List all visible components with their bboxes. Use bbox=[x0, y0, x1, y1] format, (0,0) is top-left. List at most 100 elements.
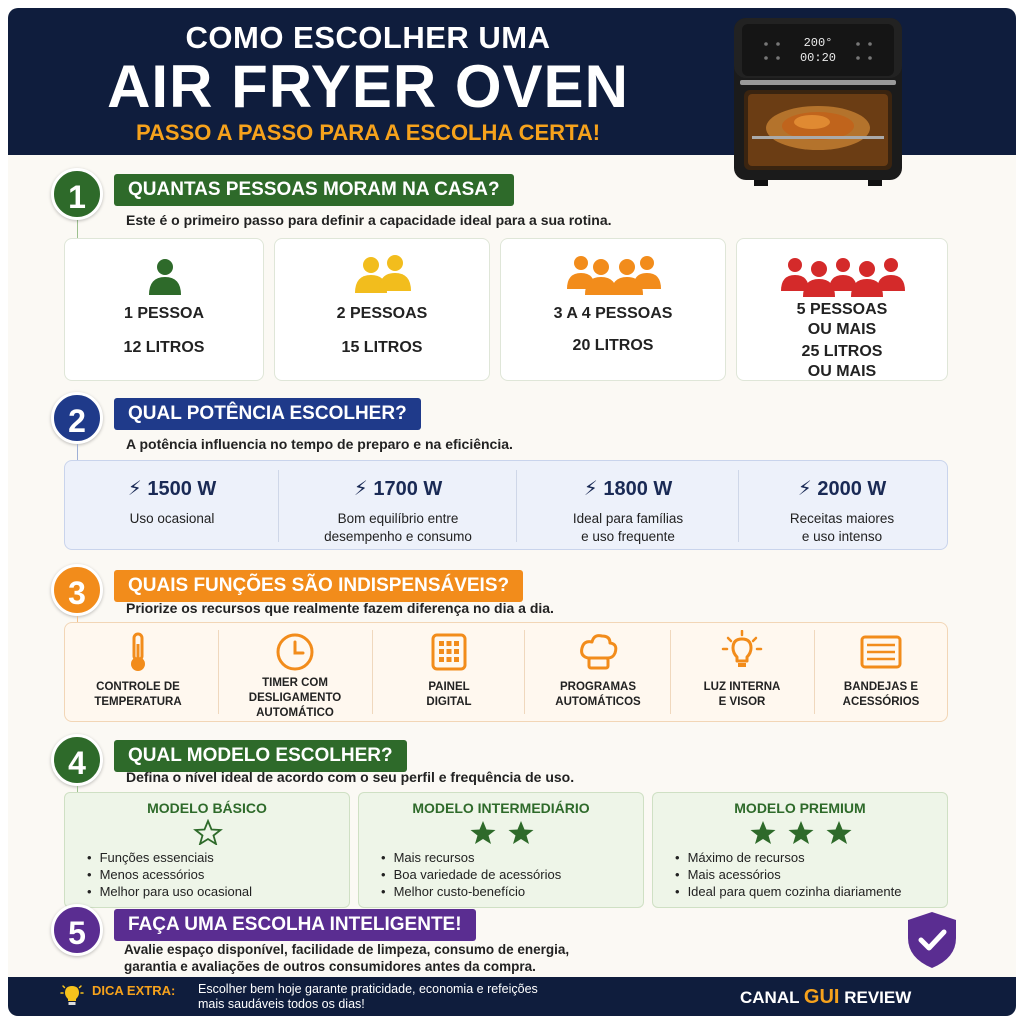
list-item: Melhor para uso ocasional bbox=[87, 883, 252, 900]
feature-trays: BANDEJAS E ACESSÓRIOS bbox=[816, 624, 946, 720]
feature-line1: TIMER COM bbox=[262, 677, 328, 689]
clock-icon bbox=[276, 633, 314, 671]
display-time: 00:20 bbox=[800, 51, 836, 65]
people-count: 5 PESSOAS bbox=[796, 301, 888, 318]
step5-line2: garantia e avaliações de outros consumid… bbox=[124, 959, 536, 974]
divider bbox=[278, 470, 279, 542]
divider bbox=[738, 470, 739, 542]
lightning-icon: ⚡ bbox=[797, 478, 812, 500]
two-stars-icon bbox=[470, 821, 534, 844]
feature-auto-programs: PROGRAMAS AUTOMÁTICOS bbox=[526, 624, 670, 720]
power-desc-line1: Uso ocasional bbox=[129, 511, 215, 526]
model-features-list: Mais recursos Boa variedade de acessório… bbox=[381, 849, 562, 900]
power-panel bbox=[64, 460, 948, 550]
list-item: Boa variedade de acessórios bbox=[381, 866, 562, 883]
step3-description: Priorize os recursos que realmente fazem… bbox=[126, 600, 554, 616]
footer-banner: DICA EXTRA: Escolher bem hoje garante pr… bbox=[8, 977, 1016, 1016]
divider bbox=[524, 630, 525, 714]
brand-prefix: CANAL bbox=[740, 988, 804, 1007]
people-card-3: 3 A 4 PESSOAS 20 LITROS bbox=[500, 238, 726, 381]
step4-description: Defina o nível ideal de acordo com o seu… bbox=[126, 769, 575, 785]
feature-line1: PROGRAMAS bbox=[559, 681, 637, 693]
shield-check-icon bbox=[908, 912, 956, 968]
list-item: Ideal para quem cozinha diariamente bbox=[675, 883, 902, 900]
people-card-2: 2 PESSOAS 15 LITROS bbox=[274, 238, 490, 381]
header-title-main: AIR FRYER OVEN bbox=[107, 53, 629, 120]
power-option-1700: ⚡ 1700 W Bom equilíbrio entre desempenho … bbox=[280, 462, 516, 550]
step1-number: 1 bbox=[51, 168, 103, 220]
power-description: Ideal para famílias e uso frequente bbox=[518, 510, 738, 546]
list-item: Mais recursos bbox=[381, 849, 561, 866]
step2-connector bbox=[77, 444, 78, 466]
power-desc-line1: Bom equilíbrio entre bbox=[337, 511, 459, 526]
step3-number: 3 bbox=[51, 564, 103, 616]
power-description: Uso ocasional bbox=[68, 510, 276, 528]
list-item: Menos acessórios bbox=[87, 866, 252, 883]
feature-line3: AUTOMÁTICO bbox=[256, 707, 334, 719]
display-temp: 200° bbox=[804, 36, 833, 50]
power-desc-line2: e uso frequente bbox=[581, 529, 675, 544]
power-desc-line1: Ideal para famílias bbox=[572, 511, 684, 526]
step5-description: Avalie espaço disponível, facilidade de … bbox=[124, 941, 569, 975]
power-value-text: 1500 W bbox=[147, 478, 217, 500]
step2-description: A potência influencia no tempo de prepar… bbox=[126, 436, 513, 452]
list-item: Melhor custo-benefício bbox=[381, 883, 561, 900]
feature-timer: TIMER COM DESLIGAMENTO AUTOMÁTICO bbox=[220, 624, 370, 720]
power-value: ⚡ 2000 W bbox=[740, 476, 944, 501]
model-card-basic: MODELO BÁSICO Funções essenciais Menos a… bbox=[64, 792, 350, 908]
header-title-line1: COMO ESCOLHER UMA bbox=[185, 20, 551, 55]
brand-suffix: REVIEW bbox=[839, 988, 912, 1007]
brand-highlight: GUI bbox=[803, 986, 840, 1008]
divider bbox=[814, 630, 815, 714]
step4-number: 4 bbox=[51, 734, 103, 786]
step1-description: Este é o primeiro passo para definir a c… bbox=[126, 212, 612, 228]
feature-temperature: CONTROLE DE TEMPERATURA bbox=[68, 624, 208, 720]
lightbulb-icon bbox=[60, 985, 84, 1005]
divider bbox=[516, 470, 517, 542]
power-option-1800: ⚡ 1800 W Ideal para famílias e uso freque… bbox=[518, 462, 738, 550]
model-title: MODELO PREMIUM bbox=[734, 800, 866, 816]
step1-title: QUANTAS PESSOAS MORAM NA CASA? bbox=[114, 174, 514, 206]
brand-logo: CANAL GUI REVIEW bbox=[740, 986, 911, 1009]
header-subtitle: PASSO A PASSO PARA A ESCOLHA CERTA! bbox=[135, 120, 601, 145]
person-icon bbox=[149, 259, 181, 295]
divider bbox=[372, 630, 373, 714]
model-title: MODELO BÁSICO bbox=[147, 800, 267, 816]
feature-digital-panel: PAINEL DIGITAL bbox=[374, 624, 524, 720]
power-value-text: 1800 W bbox=[603, 478, 673, 500]
power-value: ⚡ 1800 W bbox=[518, 476, 738, 501]
people-card-4: 5 PESSOAS OU MAIS 25 LITROS OU MAIS bbox=[736, 238, 948, 381]
feature-line1: CONTROLE DE bbox=[96, 681, 180, 693]
people-count: 1 PESSOA bbox=[123, 305, 205, 322]
power-desc-line2: e uso intenso bbox=[801, 529, 883, 544]
list-item: Máximo de recursos bbox=[675, 849, 901, 866]
divider bbox=[670, 630, 671, 714]
power-value-text: 2000 W bbox=[817, 478, 887, 500]
list-item: Mais acessórios bbox=[675, 866, 901, 883]
infographic: COMO ESCOLHER UMA AIR FRYER OVEN PASSO A… bbox=[8, 8, 1016, 1016]
air-fryer-image: 200° 00:20 bbox=[734, 18, 902, 186]
large-group-people-icon bbox=[781, 258, 905, 297]
capacity-label: 15 LITROS bbox=[341, 339, 423, 356]
two-people-icon bbox=[355, 255, 411, 293]
people-count: 3 A 4 PESSOAS bbox=[553, 305, 673, 322]
power-value-text: 1700 W bbox=[373, 478, 443, 500]
people-count: 2 PESSOAS bbox=[336, 305, 428, 322]
power-value: ⚡ 1700 W bbox=[280, 476, 516, 501]
power-value: ⚡ 1500 W bbox=[68, 476, 276, 501]
thermometer-icon bbox=[131, 632, 145, 671]
feature-line1: PAINEL bbox=[428, 681, 470, 693]
feature-line2: ACESSÓRIOS bbox=[842, 696, 920, 708]
capacity-label: 20 LITROS bbox=[572, 337, 654, 354]
step5-line1: Avalie espaço disponível, facilidade de … bbox=[124, 942, 570, 957]
lightning-icon: ⚡ bbox=[353, 478, 368, 500]
power-desc-line2: desempenho e consumo bbox=[324, 529, 472, 544]
capacity-label: 25 LITROS bbox=[801, 343, 883, 360]
model-features-list: Funções essenciais Menos acessórios Melh… bbox=[87, 849, 252, 900]
divider bbox=[218, 630, 219, 714]
keypad-icon bbox=[431, 633, 467, 671]
model-card-intermediate: MODELO INTERMEDIÁRIO Mais recursos Boa v… bbox=[358, 792, 644, 908]
feature-line2: AUTOMÁTICOS bbox=[555, 696, 641, 708]
